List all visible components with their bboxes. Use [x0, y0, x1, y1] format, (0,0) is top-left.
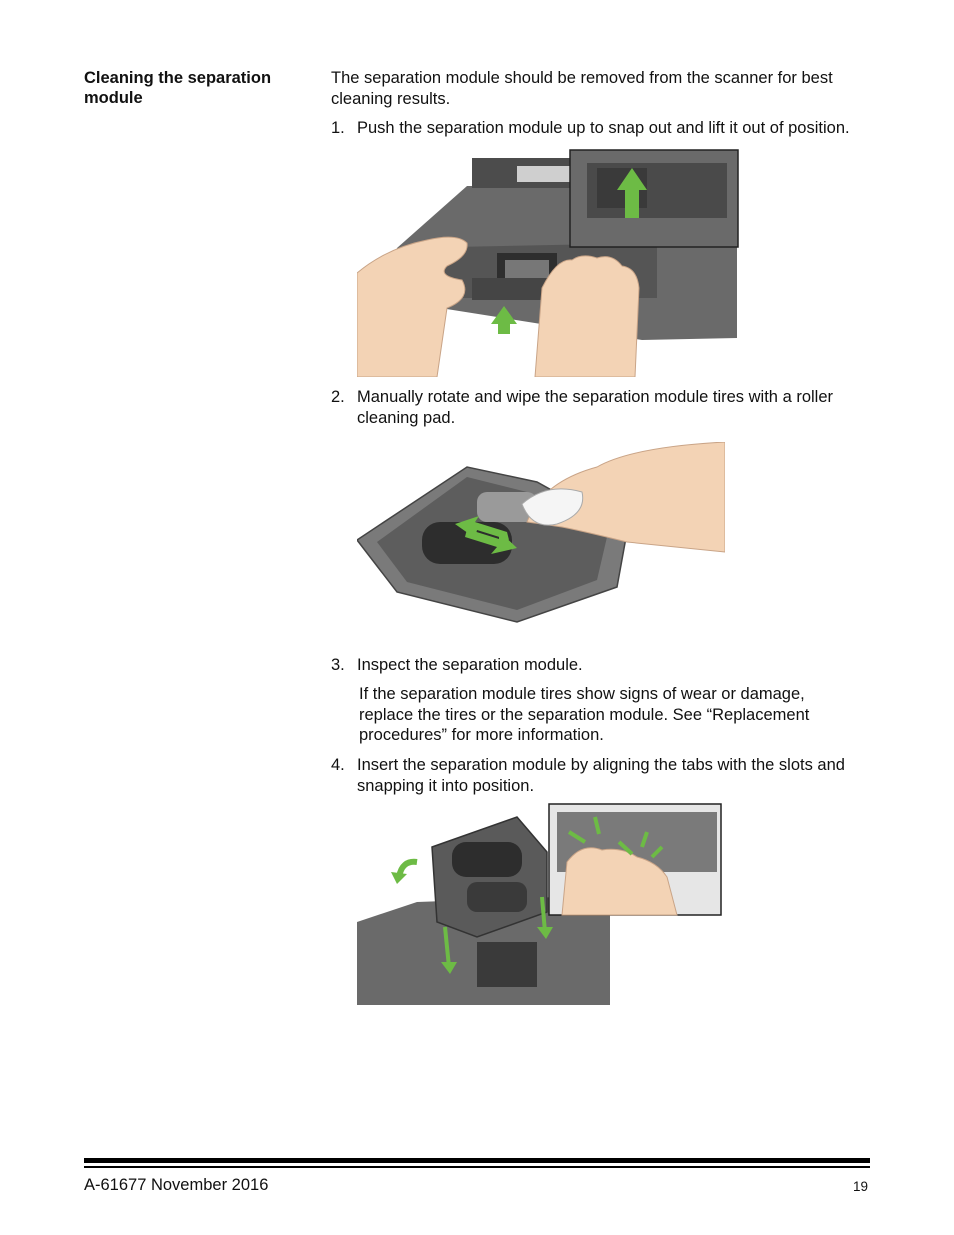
arrow-down-icon: [441, 896, 553, 974]
footer-doc-id: A-61677 November 2016: [84, 1176, 269, 1194]
arrow-up-icon: [491, 306, 517, 334]
step-number: 2.: [331, 388, 345, 406]
step-number: 3.: [331, 656, 345, 674]
double-arrow-icon: [455, 516, 517, 554]
step-text: Push the separation module up to snap ou…: [357, 119, 850, 137]
illustration-insert-module: [357, 802, 723, 1005]
step-text: Inspect the separation module.: [357, 656, 583, 674]
step-text: Manually rotate and wipe the separation …: [357, 388, 834, 427]
page-number: 19: [852, 1179, 868, 1194]
step-3-note: If the separation module tires show sign…: [359, 685, 810, 744]
illustration-remove-module: [357, 148, 740, 377]
arrow-up-icon: [617, 168, 647, 218]
step-number: 1.: [331, 119, 345, 137]
footer-rule: [84, 1158, 870, 1163]
snap-burst-icon: [567, 816, 664, 859]
step-3: 3. Inspect the separation module.: [331, 655, 876, 676]
intro-paragraph: The separation module should be removed …: [331, 69, 833, 108]
illustration-wipe-tires: [357, 442, 725, 642]
section-heading: Cleaning the separation module: [84, 69, 272, 107]
step-text: Insert the separation module by aligning…: [357, 756, 845, 795]
step-2: 2. Manually rotate and wipe the separati…: [331, 387, 876, 428]
step-number: 4.: [331, 756, 345, 774]
footer-rule-thin: [84, 1166, 870, 1168]
step-1: 1. Push the separation module up to snap…: [331, 118, 876, 139]
step-4: 4. Insert the separation module by align…: [331, 755, 876, 796]
